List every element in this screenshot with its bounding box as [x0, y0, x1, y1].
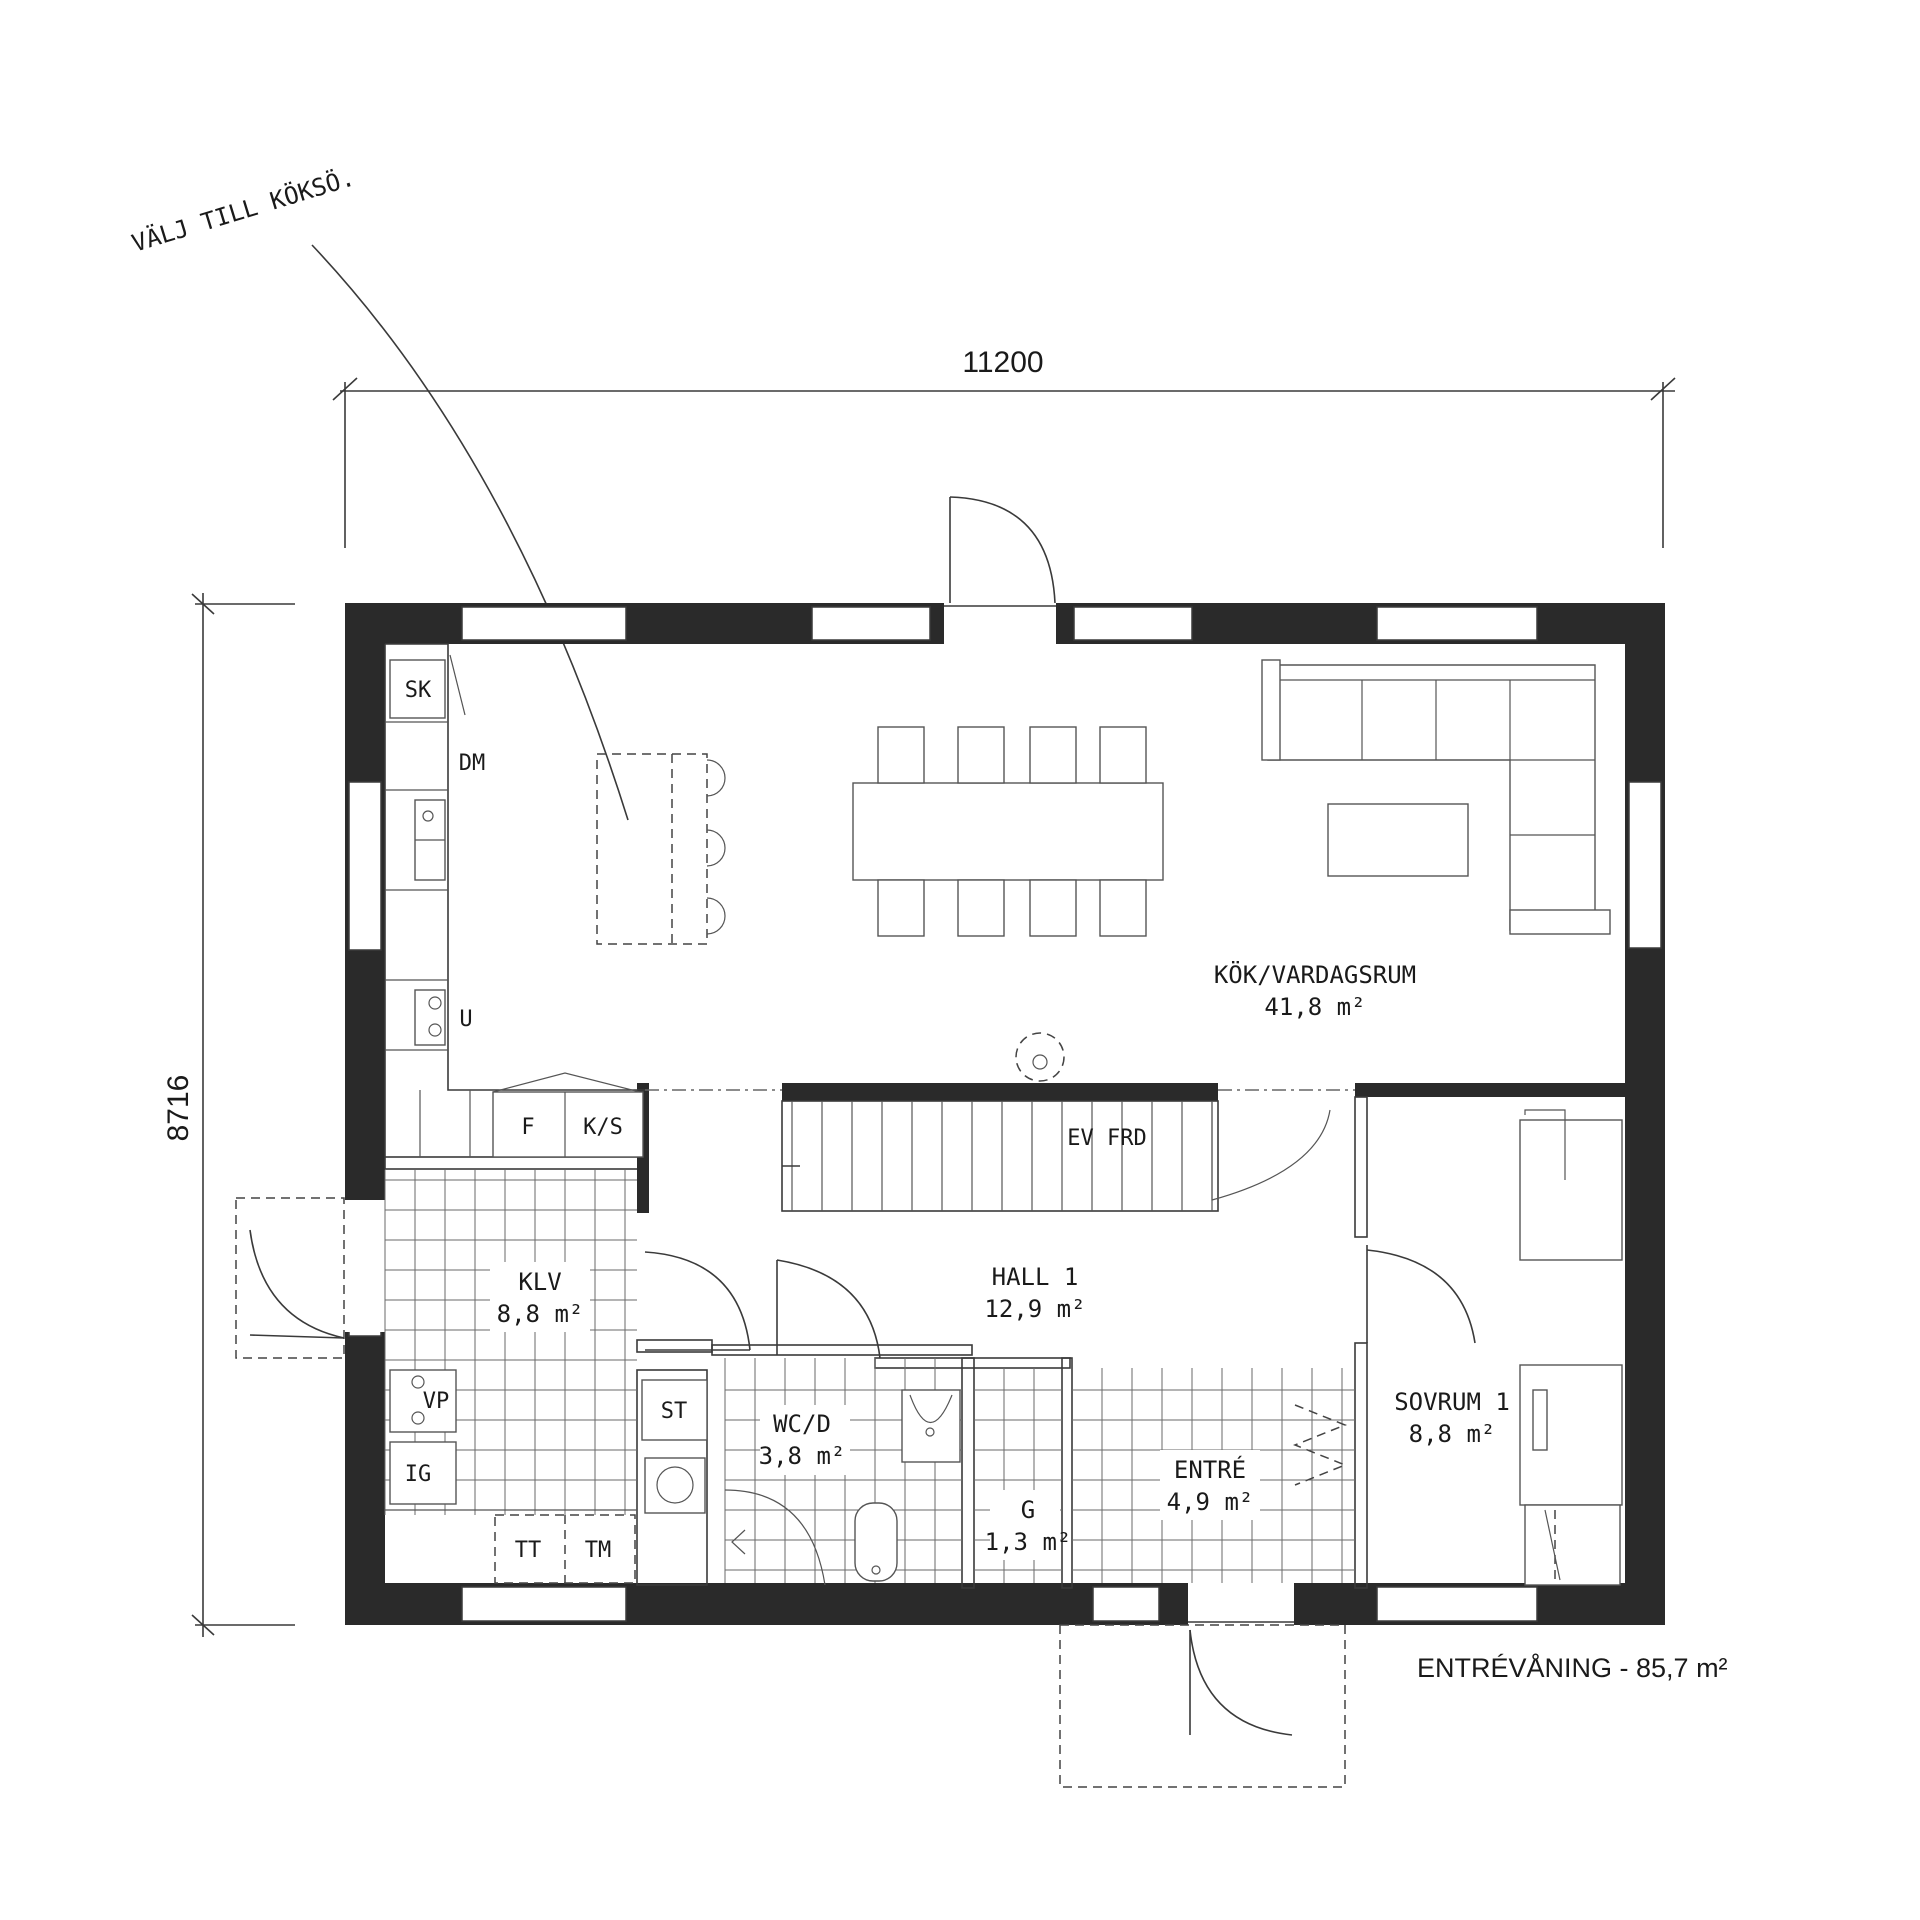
- kitchen-island: [596, 753, 726, 945]
- u-label: U: [459, 1007, 472, 1032]
- kok-vardagsrum-area: 41,8 m²: [1264, 993, 1365, 1021]
- tm-label: TM: [585, 1538, 612, 1563]
- wcd-area: 3,8 m²: [759, 1442, 846, 1470]
- klv-area: 8,8 m²: [497, 1300, 584, 1328]
- f-label: F: [521, 1115, 534, 1140]
- klv-name: KLV: [518, 1268, 561, 1296]
- interior-walls: [384, 1083, 1627, 1589]
- coffee-table: [1327, 803, 1469, 877]
- sofa: [1261, 659, 1611, 935]
- annotation-arrow: [311, 244, 629, 821]
- wc-fixtures: [724, 1389, 961, 1586]
- entre-name: ENTRÉ: [1174, 1455, 1246, 1484]
- kitchen-counter: SK DM U: [384, 643, 645, 1157]
- dining-table: [852, 726, 1164, 937]
- dm-label: DM: [459, 751, 486, 776]
- dimension-width: 11200: [332, 346, 1676, 548]
- laundry-fixtures: VP IG TT TM: [385, 1369, 637, 1584]
- sovrum-area: 8,8 m²: [1409, 1420, 1496, 1448]
- entre-area: 4,9 m²: [1167, 1488, 1254, 1516]
- room-wcd: WC/D 3,8 m²: [759, 1405, 850, 1475]
- hall-area: 12,9 m²: [984, 1295, 1085, 1323]
- depth-dimension-label: 8716: [162, 1075, 195, 1142]
- room-entre: ENTRÉ 4,9 m²: [1160, 1450, 1260, 1520]
- stove-heater: [1015, 1032, 1065, 1082]
- utility-cabinet: ST: [641, 1379, 708, 1514]
- wcd-name: WC/D: [773, 1410, 831, 1438]
- sovrum-name: SOVRUM 1: [1394, 1388, 1510, 1416]
- width-dimension-label: 11200: [962, 346, 1043, 379]
- ev-frd-label: EV FRD: [1067, 1126, 1146, 1151]
- windows: [348, 606, 1662, 1622]
- room-klv: KLV 8,8 m²: [490, 1262, 590, 1332]
- annotation-text: VÄLJ TILL KÖKSÖ.: [128, 162, 358, 257]
- ig-label: IG: [405, 1462, 432, 1487]
- stove: [414, 989, 446, 1046]
- room-sovrum: SOVRUM 1 8,8 m²: [1394, 1388, 1510, 1448]
- g-area: 1,3 m²: [985, 1528, 1072, 1556]
- dimension-depth: 8716: [162, 593, 295, 1637]
- kok-vardagsrum-name: KÖK/VARDAGSRUM: [1214, 960, 1416, 989]
- room-g: G 1,3 m²: [985, 1490, 1072, 1560]
- doors: [235, 496, 1561, 1788]
- room-hall: HALL 1 12,9 m²: [984, 1263, 1085, 1323]
- room-kok-vardagsrum: KÖK/VARDAGSRUM 41,8 m²: [1214, 960, 1416, 1021]
- g-name: G: [1021, 1496, 1035, 1524]
- sovrum-furniture: [1519, 1109, 1623, 1586]
- hall-name: HALL 1: [992, 1263, 1079, 1291]
- floor-area-caption: ENTRÉVÅNING - 85,7 m²: [1417, 1652, 1728, 1683]
- vp-label: VP: [423, 1389, 450, 1414]
- st-label: ST: [661, 1399, 688, 1424]
- sk-cabinet: [389, 659, 446, 719]
- ks-label: K/S: [583, 1115, 623, 1140]
- sk-label: SK: [405, 678, 432, 703]
- tt-label: TT: [515, 1538, 542, 1563]
- staircase: EV FRD: [781, 1100, 1331, 1212]
- fridge-freezer: F K/S: [492, 1072, 644, 1158]
